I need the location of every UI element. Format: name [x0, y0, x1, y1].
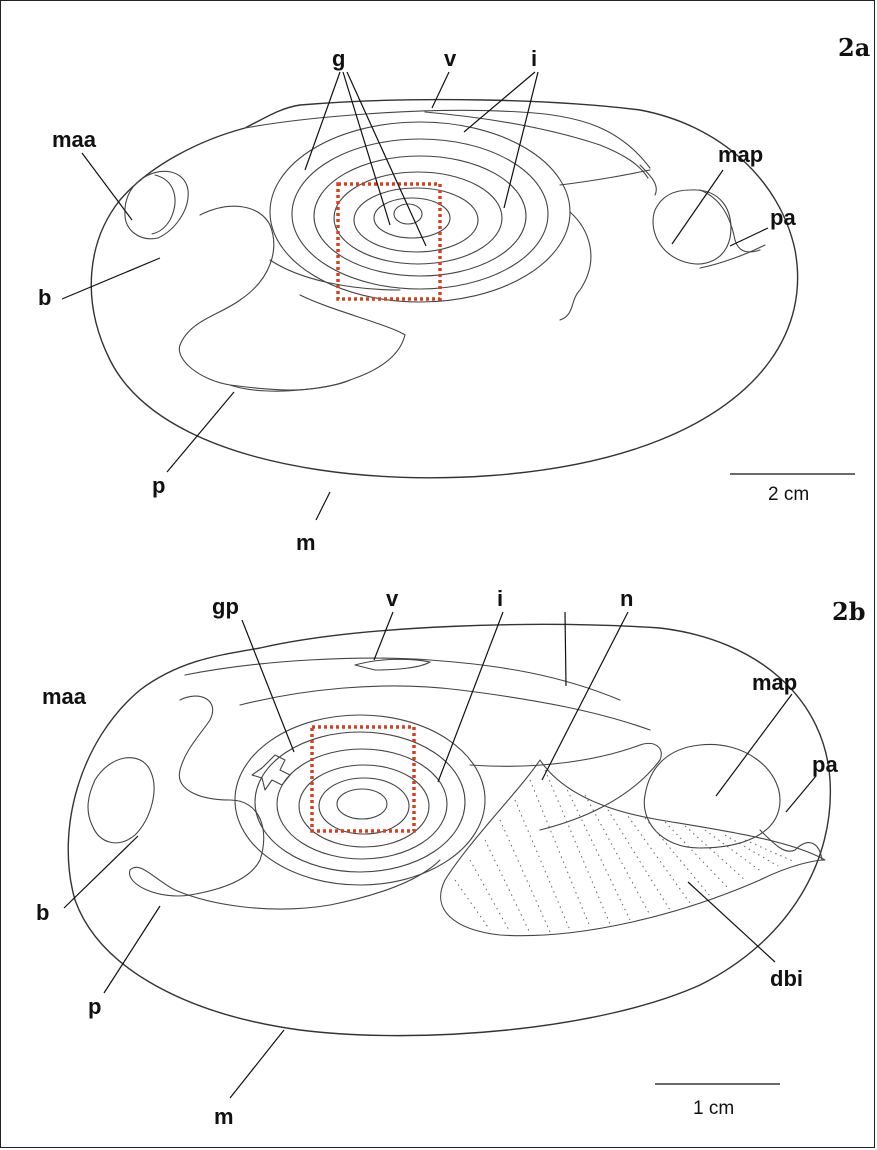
dorsal-line-inner-b: [240, 686, 650, 730]
label-p-b: p: [88, 994, 101, 1019]
label-map-b: map: [752, 670, 797, 695]
panel-2a: 2a: [38, 33, 870, 555]
shell-outline-a: [91, 100, 797, 478]
label-gp-b: gp: [212, 594, 239, 619]
label-v-a: v: [444, 46, 457, 71]
label-maa-a: maa: [52, 127, 97, 152]
posterior-adductor-edge-a: [700, 190, 760, 252]
label-p-a: p: [152, 473, 165, 498]
pallial-a: [700, 245, 765, 268]
label-m-b: m: [214, 1104, 234, 1129]
label-b-a: b: [38, 285, 51, 310]
posterior-adductor-a: [653, 190, 731, 264]
leaders-b: [64, 612, 816, 1098]
dorsal-line-a: [245, 110, 650, 168]
anterior-adductor-a: [125, 171, 188, 238]
label-pa-b: pa: [812, 752, 838, 777]
panel-label-2a: 2a: [838, 33, 870, 62]
demibranch-stipple-b: [455, 770, 795, 933]
label-m-a: m: [296, 530, 316, 555]
scale-bar-text-b: 1 cm: [693, 1098, 734, 1119]
label-dbi-b: dbi: [770, 966, 803, 991]
nerve-b: [470, 743, 661, 830]
dorsal-line-inner-a: [425, 112, 648, 178]
intestine-loops-a: [270, 122, 591, 320]
shell-outline-b: [68, 624, 830, 1035]
foot-a: [179, 206, 405, 390]
intestine-loops-b: [235, 715, 485, 885]
panel-2b: 2b: [36, 586, 865, 1129]
demibranch-outline-b: [441, 760, 825, 936]
label-map-a: map: [718, 142, 763, 167]
anterior-adductor-inner-a: [152, 175, 175, 234]
label-g-a: g: [332, 46, 345, 71]
label-pa-a: pa: [770, 205, 796, 230]
label-v-b: v: [386, 586, 399, 611]
label-b-b: b: [36, 900, 49, 925]
panel-label-2b: 2b: [832, 597, 865, 626]
pallial-b: [760, 830, 822, 860]
label-i-a: i: [531, 46, 537, 71]
visceral-ganglion-b: [355, 659, 430, 670]
label-n-b: n: [620, 586, 633, 611]
posterior-adductor-b: [644, 744, 780, 848]
highlight-box-b: [312, 727, 414, 831]
scale-bar-text-a: 2 cm: [768, 484, 809, 505]
anterior-adductor-b: [88, 758, 154, 843]
dorsal-line-b: [185, 658, 620, 700]
label-maa-b: maa: [42, 684, 87, 709]
label-i-b: i: [497, 586, 503, 611]
highlight-box-a: [338, 184, 440, 299]
